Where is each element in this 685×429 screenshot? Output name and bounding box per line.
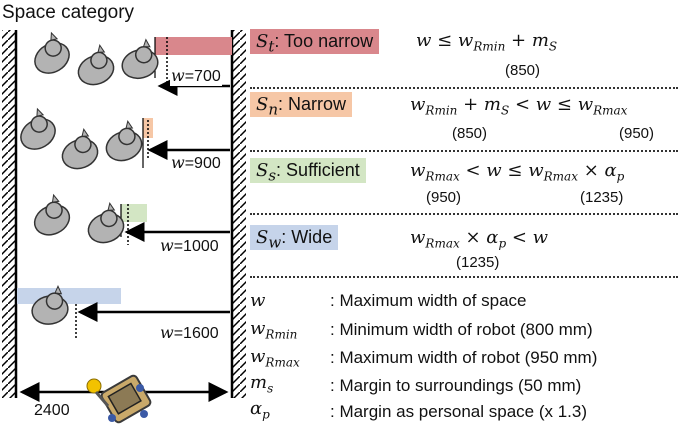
def-text-ms: : Margin to surroundings (50 mm) [330,376,582,395]
zone-too-narrow [155,37,232,55]
person-icon [77,44,115,86]
person-icon [61,128,99,170]
def-symbol-wrmin: wRmin [250,318,298,342]
corridor-illustration [2,30,246,424]
def-symbol-ms: ms [250,372,274,396]
value-sufficient-1: (1235) [580,189,624,206]
value-sufficient-0: (950) [426,189,462,206]
separator [250,150,678,152]
person-icon [20,107,56,150]
condition-narrow: wRmin + mS < w ≤ wRmax [410,94,628,118]
def-text-wrmax: : Maximum width of robot (950 mm) [330,348,598,367]
category-sufficient: Ss: Sufficient [250,158,366,185]
corridor-width-label: 2400 [34,402,70,419]
separator [250,213,678,215]
condition-too-narrow: w ≤ wRmin + mS [416,30,558,54]
person-icon [33,193,71,236]
value-narrow-1: (950) [619,125,655,142]
separator [250,276,678,278]
separator [250,87,678,89]
people-group [20,31,159,325]
person-icon [105,120,143,162]
right-wall [230,30,246,398]
condition-wide: wRmax × αp < w [410,227,549,251]
condition-sufficient: wRmax < w ≤ wRmax × αp [410,160,625,184]
diagram-title: Space category [2,2,135,23]
width-label-1600: w=1600 [159,323,220,343]
def-symbol-alpha: αp [250,398,270,422]
width-label-700: w=700 [170,66,222,86]
person-icon [31,285,69,325]
def-text-w: : Maximum width of space [330,291,527,310]
robot-icon [86,374,152,424]
person-icon [121,38,159,80]
def-symbol-wrmax: wRmax [250,346,300,370]
category-narrow: Sn: Narrow [250,92,353,119]
left-wall [2,30,18,398]
person-icon [34,31,70,74]
def-text-alpha: : Margin as personal space (x 1.3) [330,402,588,421]
category-too-narrow: St: Too narrow [250,29,380,56]
value-narrow-0: (850) [452,125,488,142]
zone-wide [17,288,121,304]
def-text-wrmin: : Minimum width of robot (800 mm) [330,320,593,339]
value-too-narrow-0: (850) [505,62,541,79]
width-label-900: w=900 [170,153,222,173]
zone-sufficient [121,204,147,222]
category-wide: Sw: Wide [250,225,339,252]
person-icon [87,202,125,244]
def-symbol-w: w [250,290,266,311]
width-label-1000: w=1000 [159,236,220,256]
value-wide-0: (1235) [456,254,500,271]
